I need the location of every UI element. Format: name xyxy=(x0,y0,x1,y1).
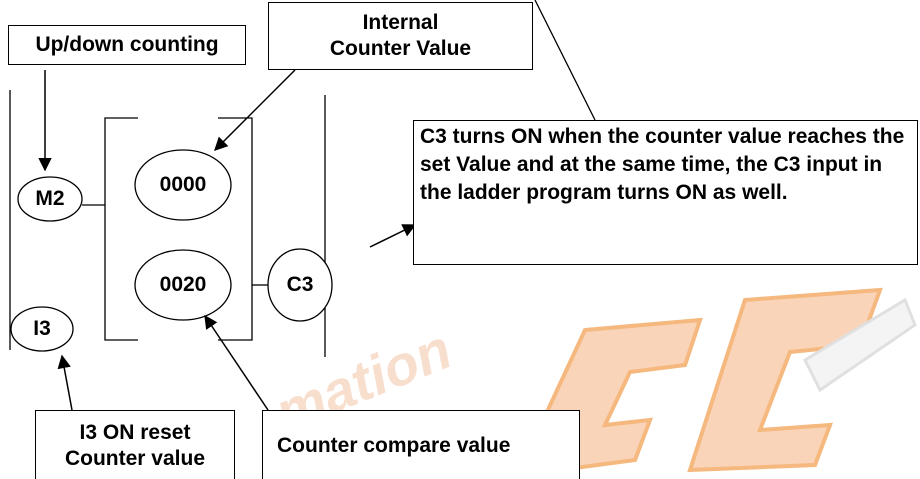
label-internal-counter-value: Internal Counter Value xyxy=(268,2,533,70)
arrow-reset xyxy=(57,354,73,411)
label-reset: I3 ON reset Counter value xyxy=(35,410,235,479)
arrow-internal xyxy=(214,69,296,151)
label-compare-value: Counter compare value xyxy=(262,410,580,479)
node-m2: M2 xyxy=(35,187,65,210)
oval-set xyxy=(134,249,232,321)
oval-internal xyxy=(134,149,232,221)
label-up-down-counting: Up/down counting xyxy=(8,25,246,65)
oval-m2 xyxy=(17,176,83,222)
arrow-compare xyxy=(204,314,269,411)
node-set-value: 0020 xyxy=(159,273,207,296)
node-internal-value: 0000 xyxy=(159,173,207,196)
bracket-left xyxy=(104,117,138,341)
oval-i3 xyxy=(10,306,74,352)
node-c3: C3 xyxy=(286,273,314,296)
node-i3: I3 xyxy=(33,317,51,340)
label-c3-description: C3 turns ON when the counter value reach… xyxy=(413,120,918,265)
bracket-right xyxy=(218,117,253,341)
oval-c3 xyxy=(267,248,333,322)
arrow-c3 xyxy=(369,224,417,248)
